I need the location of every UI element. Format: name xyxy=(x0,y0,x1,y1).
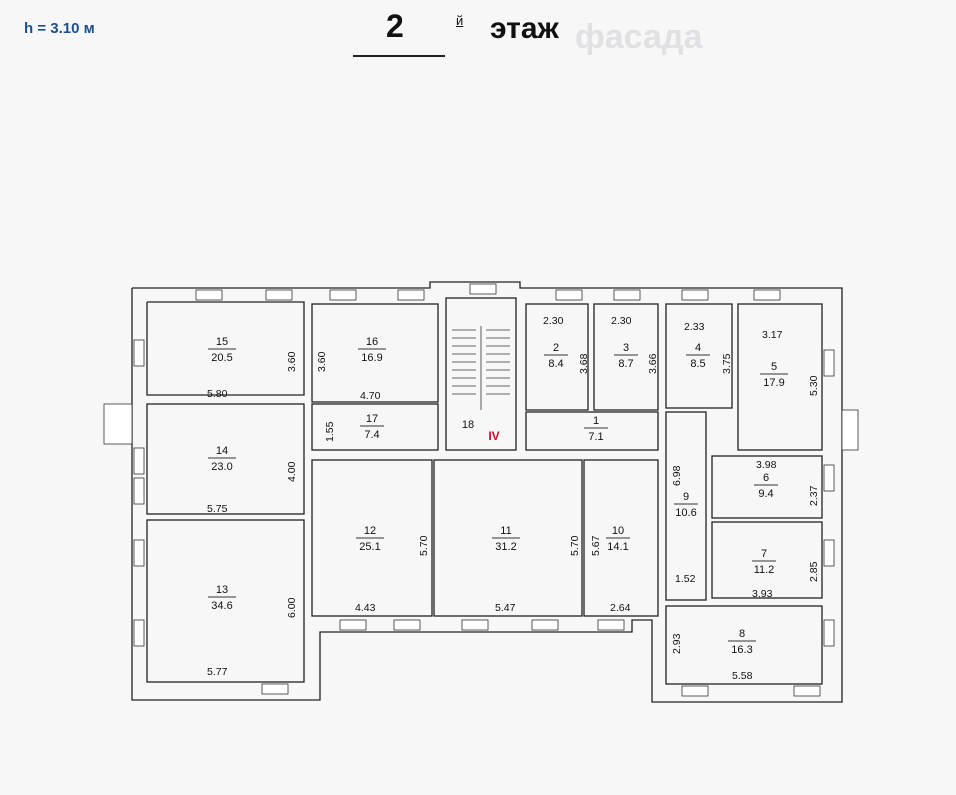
dimension-label: 5.30 xyxy=(808,375,820,396)
dimension-label: 3.60 xyxy=(316,351,328,372)
dimension-label: 5.67 xyxy=(590,535,602,556)
dimension-label: 6.00 xyxy=(286,597,298,618)
svg-text:12: 12 xyxy=(364,525,376,537)
svg-text:16.3: 16.3 xyxy=(731,644,752,656)
svg-text:11: 11 xyxy=(500,525,511,537)
svg-text:16.9: 16.9 xyxy=(361,352,382,364)
room-7-label: 711.2 xyxy=(752,548,776,576)
room-6-label: 69.4 xyxy=(754,472,778,500)
svg-text:7.4: 7.4 xyxy=(364,429,379,441)
svg-text:17.9: 17.9 xyxy=(763,377,784,389)
dimension-label: 5.77 xyxy=(207,666,228,678)
svg-text:34.6: 34.6 xyxy=(211,600,232,612)
svg-text:14.1: 14.1 xyxy=(607,541,628,553)
svg-text:23.0: 23.0 xyxy=(211,461,232,473)
dimension-label: 4.00 xyxy=(286,461,298,482)
svg-text:11.2: 11.2 xyxy=(754,564,775,576)
svg-text:9.4: 9.4 xyxy=(758,488,773,500)
dimension-label: 5.70 xyxy=(418,535,430,556)
floor-number: 2 xyxy=(386,8,404,44)
room-12-label: 12 25.1 xyxy=(356,525,384,553)
dimension-label: 3.68 xyxy=(578,353,590,374)
windows xyxy=(103,283,859,697)
dimension-label: 5.70 xyxy=(569,535,581,556)
dimension-label: 3.75 xyxy=(721,353,733,374)
dimension-label: 4.43 xyxy=(355,602,376,614)
svg-text:8.7: 8.7 xyxy=(618,358,633,370)
dimension-labels: 3.60 3.60 2.30 2.30 2.33 3.17 3.68 3.66 … xyxy=(207,315,820,682)
svg-text:8: 8 xyxy=(739,628,745,640)
dimension-label: 3.66 xyxy=(647,353,659,374)
dimension-label: 3.93 xyxy=(752,588,773,600)
room-18-label: 18 xyxy=(462,419,474,431)
floor-number-underline xyxy=(353,55,445,57)
dimension-label: 2.85 xyxy=(808,561,820,582)
dimension-label: 5.47 xyxy=(495,602,516,614)
room-17-label: 177.4 xyxy=(360,413,384,441)
svg-text:17: 17 xyxy=(366,413,378,425)
dimension-label: 2.64 xyxy=(610,602,631,614)
exterior-walls xyxy=(131,281,843,703)
room-16-label: 16 16.9 xyxy=(358,336,386,364)
dimension-label: 6.98 xyxy=(671,465,683,486)
room-11-label: 11 31.2 xyxy=(492,525,520,553)
dimension-label: 3.98 xyxy=(756,459,777,471)
floor-number-suffix: й xyxy=(456,13,464,28)
dimension-label: 1.52 xyxy=(675,573,696,585)
room-2-label: 28.4 xyxy=(544,342,568,370)
svg-text:13: 13 xyxy=(216,584,228,596)
room-15-label: 15 20.5 xyxy=(208,336,236,364)
room-3-label: 38.7 xyxy=(614,342,638,370)
dimension-label: 2.30 xyxy=(543,315,564,327)
room-5-label: 517.9 xyxy=(760,361,788,389)
svg-text:8.4: 8.4 xyxy=(548,358,563,370)
svg-text:25.1: 25.1 xyxy=(359,541,380,553)
svg-text:10.6: 10.6 xyxy=(675,507,696,519)
ceiling-height-label: h = 3.10 м xyxy=(24,20,95,37)
room-4-label: 48.5 xyxy=(686,342,710,370)
room-8-label: 816.3 xyxy=(728,628,756,656)
svg-text:15: 15 xyxy=(216,336,228,348)
dimension-label: 2.37 xyxy=(808,485,820,506)
svg-text:20.5: 20.5 xyxy=(211,352,232,364)
svg-text:7: 7 xyxy=(761,548,767,560)
room-9-label: 910.6 xyxy=(674,491,698,519)
room-13-label: 13 34.6 xyxy=(208,584,236,612)
svg-text:3: 3 xyxy=(623,342,629,354)
svg-text:18: 18 xyxy=(462,419,474,431)
faded-background-text: фасада xyxy=(575,18,703,56)
svg-text:4: 4 xyxy=(695,342,701,354)
dimension-label: 2.30 xyxy=(611,315,632,327)
dimension-label: 2.93 xyxy=(671,633,683,654)
dimension-label: 5.58 xyxy=(732,670,753,682)
room-14-label: 14 23.0 xyxy=(208,445,236,473)
svg-text:5: 5 xyxy=(771,361,777,373)
dimension-label: 3.60 xyxy=(286,351,298,372)
svg-text:8.5: 8.5 xyxy=(690,358,705,370)
svg-text:9: 9 xyxy=(683,491,689,503)
dimension-label: 5.80 xyxy=(207,388,228,400)
svg-text:7.1: 7.1 xyxy=(588,431,603,443)
svg-text:16: 16 xyxy=(366,336,378,348)
svg-text:31.2: 31.2 xyxy=(495,541,516,553)
svg-text:2: 2 xyxy=(553,342,559,354)
room-1-label: 17.1 xyxy=(584,415,608,443)
svg-text:1: 1 xyxy=(593,415,599,427)
room-10-label: 10 14.1 xyxy=(606,525,630,553)
dimension-label: 3.17 xyxy=(762,329,783,341)
dimension-label: 5.75 xyxy=(207,503,228,515)
svg-text:14: 14 xyxy=(216,445,228,457)
svg-text:10: 10 xyxy=(612,525,624,537)
svg-text:6: 6 xyxy=(763,472,769,484)
dimension-label: 4.70 xyxy=(360,390,381,402)
dimension-label: 2.33 xyxy=(684,321,705,333)
floor-word: этаж xyxy=(490,12,559,45)
staircase-label: IV xyxy=(488,429,499,443)
dimension-label: 1.55 xyxy=(324,421,336,442)
